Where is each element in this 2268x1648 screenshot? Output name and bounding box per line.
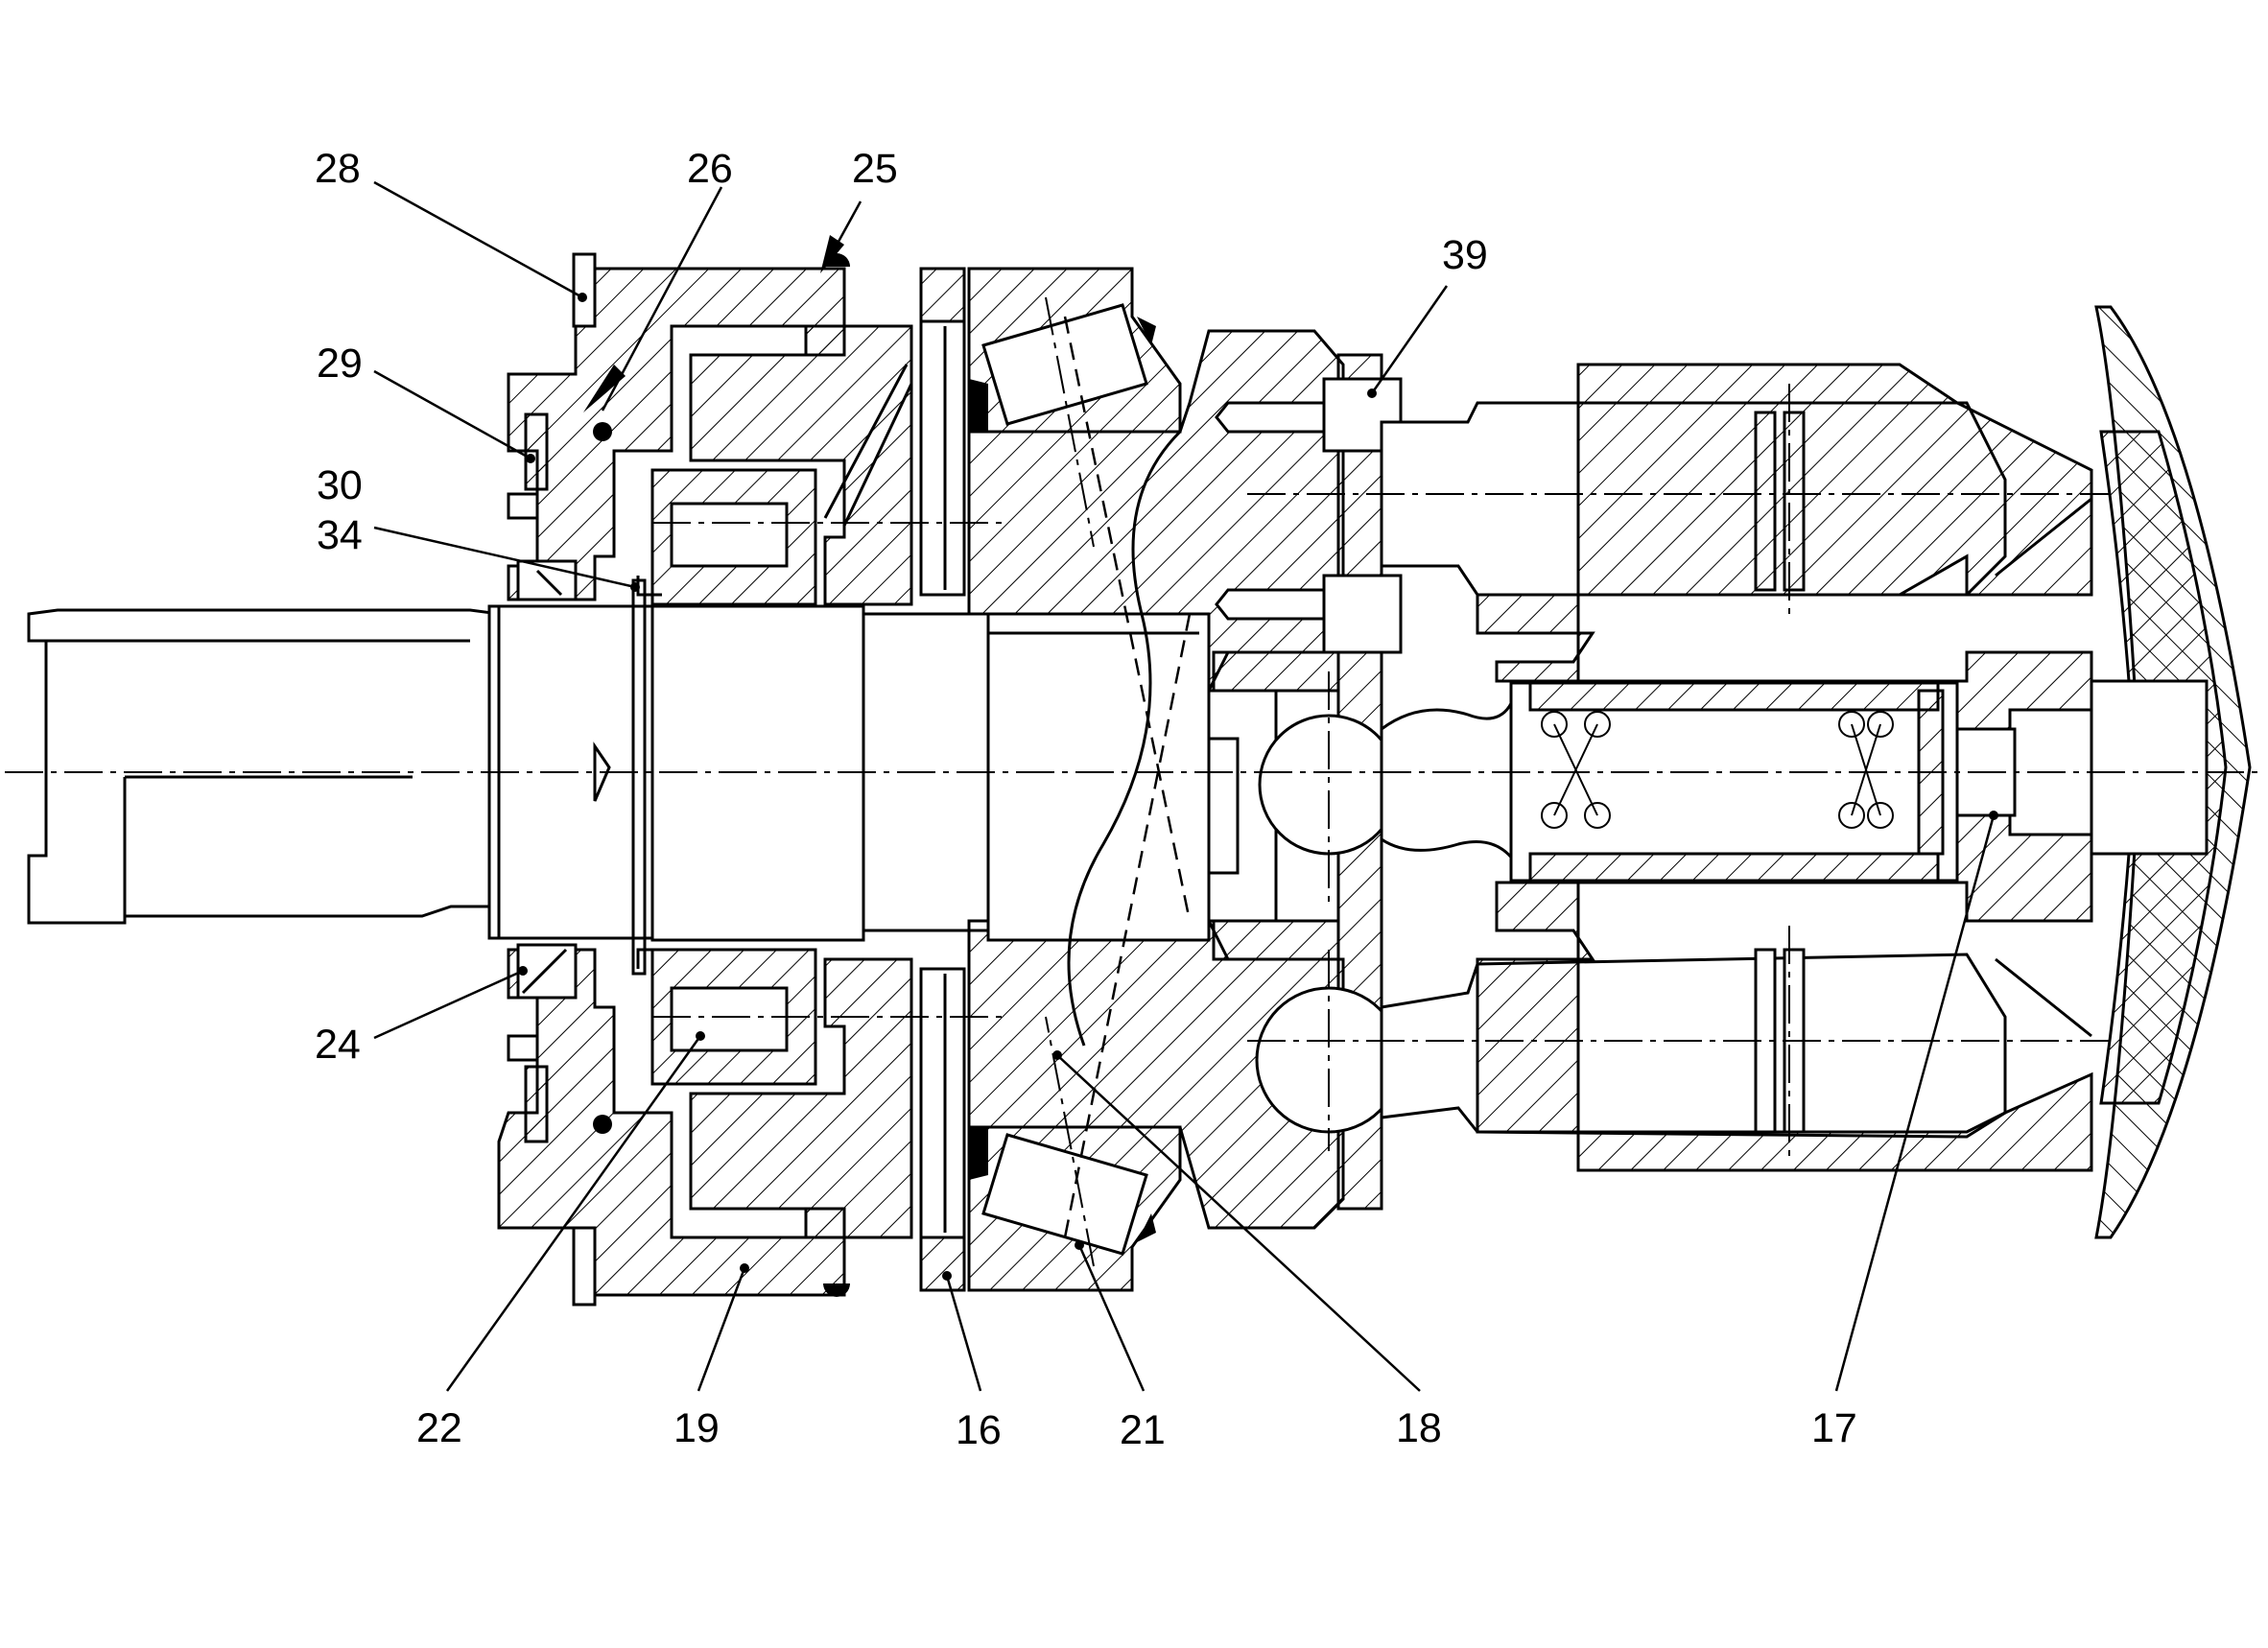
callout-16: 16 <box>956 1407 1002 1453</box>
callout-19: 19 <box>673 1405 720 1451</box>
leader-lines <box>373 180 1998 1392</box>
middle-housing <box>689 267 966 1292</box>
cylindrical-roller-bearing <box>631 468 817 1086</box>
callout-28: 28 <box>315 146 361 192</box>
callout-29: 29 <box>317 341 363 387</box>
cylinder-block <box>1476 363 2093 1172</box>
callout-22: 22 <box>416 1405 462 1451</box>
callout-30: 30 <box>317 462 363 508</box>
callout-39: 39 <box>1442 232 1488 278</box>
centre-lines <box>5 296 2259 1267</box>
callout-34: 34 <box>317 512 363 558</box>
callout-labels: 28 26 25 39 29 30 34 24 22 19 16 21 18 1… <box>315 146 1857 1453</box>
callout-21: 21 <box>1120 1407 1166 1453</box>
callout-18: 18 <box>1396 1405 1442 1451</box>
tapered-roller-bearing <box>967 267 1182 1292</box>
callout-26: 26 <box>687 146 733 192</box>
callout-24: 24 <box>315 1022 361 1068</box>
front-housing <box>497 252 850 1307</box>
callout-25: 25 <box>852 146 898 192</box>
callout-17: 17 <box>1811 1405 1857 1451</box>
